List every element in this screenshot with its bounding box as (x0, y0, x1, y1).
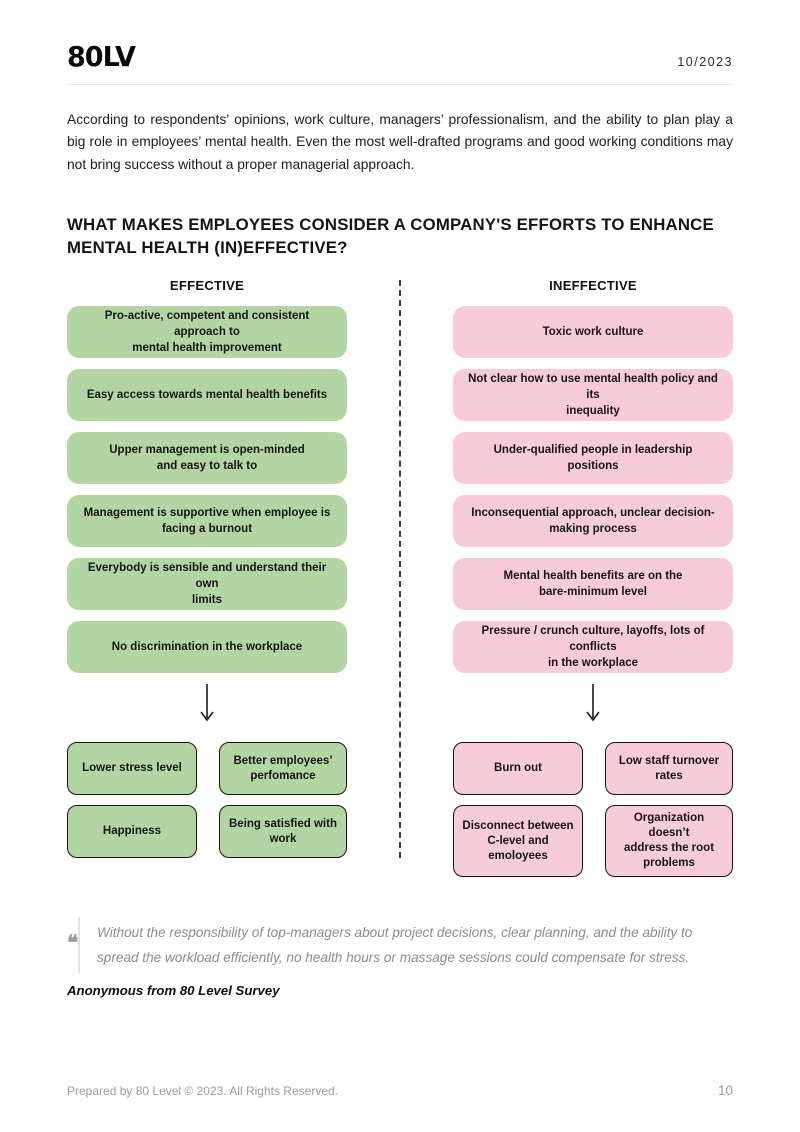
effective-outcome-label: Being satisfied with work (229, 817, 337, 845)
ineffective-arrow-row (453, 684, 733, 724)
ineffective-item: Pressure / crunch culture, layoffs, lots… (453, 621, 733, 674)
footer-copyright: Prepared by 80 Level © 2023. All Rights … (67, 1084, 338, 1098)
ineffective-item-label: Pressure / crunch culture, layoffs, lots… (481, 625, 705, 670)
quote-attribution: Anonymous from 80 Level Survey (67, 983, 280, 999)
brand-logo: 80LV (67, 41, 136, 74)
ineffective-item-label: Not clear how to use mental health polic… (468, 373, 718, 418)
survey-quote: ❝ Without the responsibility of top-mana… (67, 917, 733, 974)
ineffective-item-label: Mental health benefits are on the bare-m… (503, 570, 683, 599)
effective-column: EFFECTIVE Pro-active, competent and cons… (67, 278, 347, 877)
page-number: 10 (717, 1083, 733, 1098)
ineffective-outcome: Low staff turnover rates (605, 742, 733, 796)
section-title: WHAT MAKES EMPLOYEES CONSIDER A COMPANY'… (67, 215, 714, 257)
ineffective-outcome: Burn out (453, 742, 583, 796)
effective-item-label: Easy access towards mental health benefi… (86, 389, 328, 402)
ineffective-outcome-label: Organization doesn’t address the root pr… (623, 812, 715, 870)
page-footer: Prepared by 80 Level © 2023. All Rights … (67, 1083, 733, 1098)
ineffective-item-label: Under-qualified people in leadership pos… (493, 444, 693, 473)
effective-outcome-label: Lower stress level (82, 762, 182, 775)
ineffective-column: INEFFECTIVE Toxic work culture Not clear… (453, 278, 733, 878)
effective-column-header: EFFECTIVE (169, 278, 245, 294)
ineffective-outcome: Disconnect between C-level and emoloyees (453, 805, 583, 878)
ineffective-item: Toxic work culture (453, 306, 733, 359)
quote-icon: ❝ (67, 932, 79, 956)
quote-mark-wrap: ❝ (67, 917, 97, 974)
ineffective-item-label: Toxic work culture (542, 326, 644, 339)
intro-paragraph: According to respondents’ opinions, work… (67, 112, 733, 172)
effective-outcomes: Lower stress level Better employees’ per… (67, 742, 347, 859)
effective-item: Upper management is open-minded and easy… (67, 432, 347, 485)
effective-outcome: Lower stress level (67, 742, 197, 796)
effective-item: Everybody is sensible and understand the… (67, 558, 347, 611)
effective-outcome: Happiness (67, 805, 197, 859)
ineffective-outcomes: Burn out Low staff turnover rates Discon… (453, 742, 733, 878)
effective-vs-ineffective-diagram: EFFECTIVE Pro-active, competent and cons… (67, 278, 733, 878)
effective-outcome-label: Happiness (102, 825, 162, 838)
effective-outcome: Better employees’ perfomance (219, 742, 347, 796)
effective-item-label: Management is supportive when employee i… (83, 507, 331, 536)
effective-item-label: Upper management is open-minded and easy… (109, 444, 305, 473)
effective-item: Pro-active, competent and consistent app… (67, 306, 347, 359)
ineffective-column-header: INEFFECTIVE (549, 278, 637, 294)
ineffective-item: Not clear how to use mental health polic… (453, 369, 733, 422)
column-dashed-divider (399, 280, 401, 859)
ineffective-outcome-label: Low staff turnover rates (618, 754, 720, 782)
issue-date: 10/2023 (677, 55, 733, 69)
ineffective-outcome-label: Burn out (494, 762, 542, 775)
ineffective-outcome-label: Disconnect between C-level and emoloyees (462, 819, 574, 862)
effective-arrow-row (67, 684, 347, 724)
effective-item-label: No discrimination in the workplace (111, 641, 303, 654)
ineffective-item-label: Inconsequential approach, unclear decisi… (471, 507, 715, 536)
effective-item: No discrimination in the workplace (67, 621, 347, 674)
effective-item-label: Pro-active, competent and consistent app… (104, 310, 310, 355)
effective-outcome-label: Better employees’ perfomance (233, 754, 333, 782)
down-arrow-icon (200, 684, 214, 722)
quote-vertical-line (78, 917, 80, 974)
ineffective-outcome: Organization doesn’t address the root pr… (605, 805, 733, 878)
ineffective-item: Inconsequential approach, unclear decisi… (453, 495, 733, 548)
ineffective-item: Mental health benefits are on the bare-m… (453, 558, 733, 611)
quote-text: Without the responsibility of top-manage… (97, 925, 693, 965)
effective-item: Easy access towards mental health benefi… (67, 369, 347, 422)
header-divider (67, 84, 733, 85)
page-header: 80LV 10/2023 (67, 0, 733, 74)
effective-outcome: Being satisfied with work (219, 805, 347, 859)
ineffective-item: Under-qualified people in leadership pos… (453, 432, 733, 485)
effective-item-label: Everybody is sensible and understand the… (87, 562, 327, 607)
effective-item: Management is supportive when employee i… (67, 495, 347, 548)
down-arrow-icon (586, 684, 600, 722)
